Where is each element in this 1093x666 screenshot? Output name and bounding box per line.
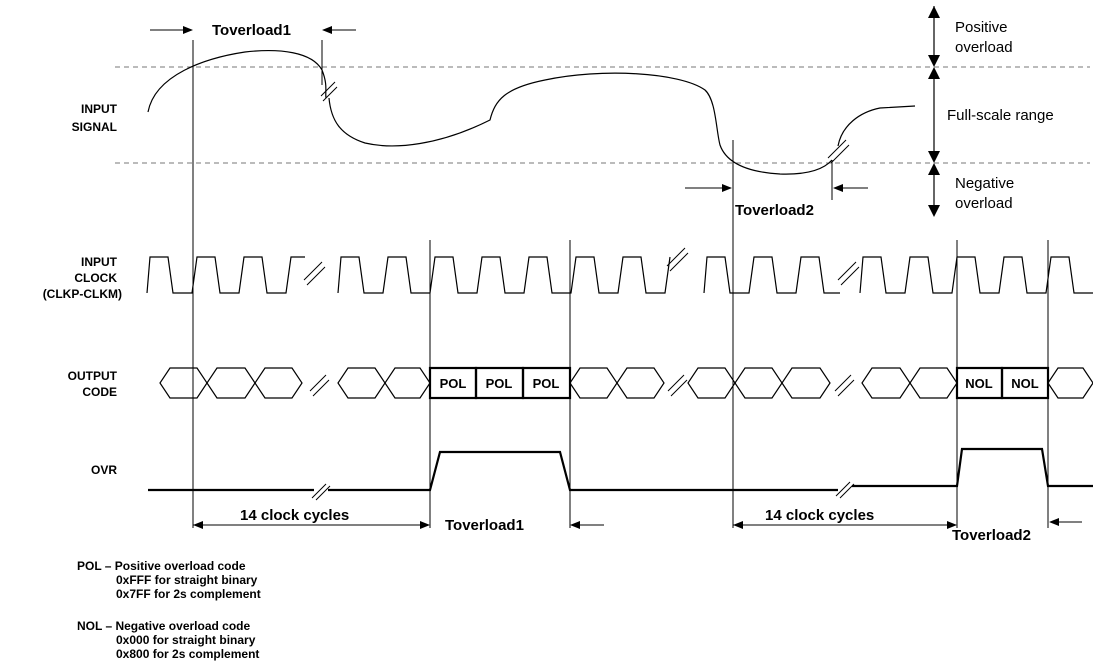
output-code-break-marks bbox=[309, 374, 855, 397]
negative-overload-label-2: overload bbox=[955, 195, 1013, 212]
code-cell bbox=[909, 367, 958, 399]
nol-code-2: NOL bbox=[1011, 376, 1039, 391]
signal-break-marks bbox=[320, 81, 850, 164]
output-code-waveform bbox=[159, 367, 1093, 399]
code-cell bbox=[384, 367, 431, 399]
input-clock-label-3: (CLKP-CLKM) bbox=[43, 287, 122, 301]
reference-lines bbox=[192, 40, 1049, 528]
full-scale-range-label: Full-scale range bbox=[947, 107, 1054, 124]
toverload2-top-label: Toverload2 bbox=[735, 202, 814, 219]
code-cell bbox=[159, 367, 208, 399]
code-cell bbox=[687, 367, 736, 399]
code-cell bbox=[781, 367, 831, 399]
toverload1-bottom-label: Toverload1 bbox=[445, 517, 524, 534]
code-cell bbox=[861, 367, 911, 399]
code-cell bbox=[337, 367, 386, 399]
input-signal-label-1: INPUT bbox=[81, 102, 118, 116]
pol-code-3: POL bbox=[533, 376, 560, 391]
input-signal-waveform bbox=[147, 50, 916, 175]
toverload2-bottom-label: Toverload2 bbox=[952, 527, 1031, 544]
input-signal-label-2: SIGNAL bbox=[72, 120, 117, 134]
code-cell bbox=[616, 367, 665, 399]
code-cell bbox=[569, 367, 618, 399]
legend-nol-line1: 0x000 for straight binary bbox=[116, 633, 256, 647]
input-clock-waveform bbox=[146, 256, 1093, 294]
clock-cycles-marker-1: 14 clock cycles bbox=[193, 507, 430, 529]
legend-pol-title: POL – Positive overload code bbox=[77, 559, 246, 573]
input-clock-label-1: INPUT bbox=[81, 255, 118, 269]
ovr-waveform bbox=[148, 447, 1093, 492]
toverload1-bottom-marker: Toverload1 bbox=[445, 517, 604, 534]
toverload1-top-label: Toverload1 bbox=[212, 22, 291, 39]
range-arrows bbox=[928, 6, 940, 217]
ovr-label: OVR bbox=[91, 463, 117, 477]
output-code-label-1: OUTPUT bbox=[68, 369, 118, 383]
code-cell bbox=[254, 367, 303, 399]
code-cell bbox=[734, 367, 783, 399]
input-clock-label-2: CLOCK bbox=[74, 271, 117, 285]
legend-nol-line2: 0x800 for 2s complement bbox=[116, 647, 259, 661]
row-labels: INPUT SIGNAL INPUT CLOCK (CLKP-CLKM) OUT… bbox=[43, 102, 122, 477]
nol-boxes: NOL NOL bbox=[955, 366, 1050, 400]
positive-overload-label-2: overload bbox=[955, 39, 1013, 56]
pol-code-2: POL bbox=[486, 376, 513, 391]
output-code-label-2: CODE bbox=[82, 385, 117, 399]
clock-cycles-label-2: 14 clock cycles bbox=[765, 507, 874, 524]
pol-code-1: POL bbox=[440, 376, 467, 391]
toverload1-top-marker: Toverload1 bbox=[150, 22, 356, 39]
negative-overload-label-1: Negative bbox=[955, 175, 1014, 192]
legend-pol-line2: 0x7FF for 2s complement bbox=[116, 587, 261, 601]
legend: POL – Positive overload code 0xFFF for s… bbox=[77, 559, 261, 661]
ovr-break-marks bbox=[311, 481, 855, 501]
toverload2-bottom-marker: Toverload2 bbox=[952, 518, 1082, 544]
code-cell bbox=[1047, 367, 1093, 399]
code-cell bbox=[206, 367, 256, 399]
clock-cycles-marker-2: 14 clock cycles bbox=[733, 507, 957, 529]
toverload2-top-marker: Toverload2 bbox=[685, 184, 868, 219]
clock-break-marks bbox=[303, 247, 860, 286]
positive-overload-label-1: Positive bbox=[955, 19, 1008, 36]
legend-nol-title: NOL – Negative overload code bbox=[77, 619, 250, 633]
nol-code-1: NOL bbox=[965, 376, 993, 391]
legend-pol-line1: 0xFFF for straight binary bbox=[116, 573, 258, 587]
clock-cycles-label-1: 14 clock cycles bbox=[240, 507, 349, 524]
pol-boxes: POL POL POL bbox=[428, 366, 572, 400]
